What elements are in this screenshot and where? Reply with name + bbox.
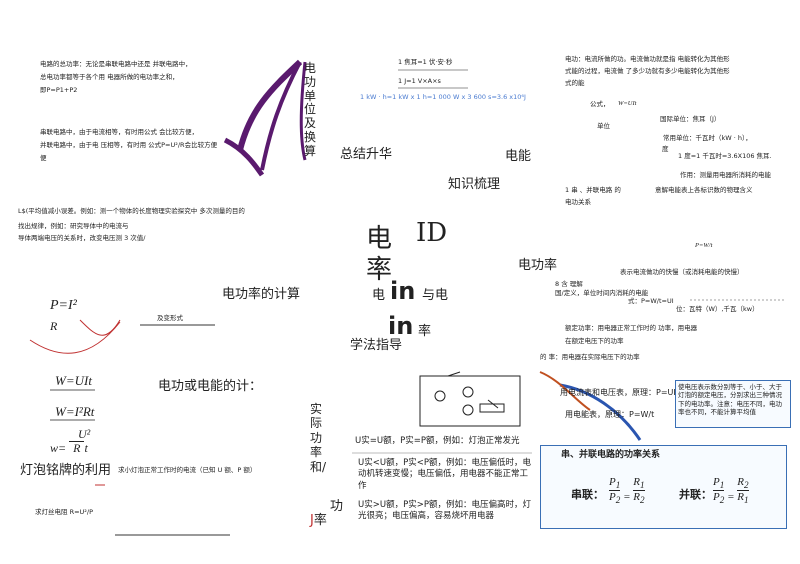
meter-label-2: 电功关系 [565, 198, 591, 206]
power-dash-line [690, 299, 785, 301]
formula-divider-2 [50, 419, 95, 421]
energy-def-line-3: 式的能 [565, 79, 585, 87]
meter-meaning: 意解电能表上各标识数的物理含义 [655, 186, 753, 194]
unit-divider-2 [398, 87, 468, 89]
common-unit: 常用单位：千瓦时（kW · h）， [663, 134, 752, 142]
voltage-case-lower: U实<U额，P实<P额，例如：电压偏低时，电动机转速变慢；电压偏低，用电器不能正… [358, 458, 531, 491]
meter-effect: 作用：测量用电器所消耗的电能 [680, 171, 771, 179]
energy-calc-label: 电功或电能的计： [158, 379, 263, 394]
formula-label: 公式， [590, 100, 610, 108]
method-line-2: 找出规律，例如：研究导体中的电流与 [18, 222, 129, 230]
bulb-plate-label: 灯泡铭牌的利用 [20, 463, 112, 478]
big-char-id: ID [416, 218, 448, 248]
rated-power-line-2: 在额定电压下的功率 [565, 337, 624, 345]
electric-energy-label: 电能 [505, 149, 532, 164]
unit-kwh-conversion: 1 kW · h=1 kW x 1 h=1 000 W x 3 600 s=3.… [360, 93, 526, 101]
intl-unit: 国际单位：焦耳（J） [660, 115, 721, 123]
gong-char: 功 [330, 499, 344, 514]
formula-w-i2rt: W=I²Rt [55, 404, 95, 419]
series-parallel-line-3: 即P=P1+P2 [40, 86, 78, 94]
unit-label: 单位 [597, 122, 610, 130]
circuit-diagram [419, 371, 521, 427]
meter-label-1: 1 串 、并联电路 的 [565, 186, 621, 194]
power-formula-top: P=W/t [695, 242, 713, 249]
formula-w-uit-left: W=UIt [55, 373, 92, 388]
ratio-box-title: 串、并联电路的功率关系 [561, 450, 661, 460]
voltage-case-equal: U实=U额，P实=P额，例如：灯泡正常发光 [355, 436, 520, 446]
rated-current-note: 求小灯泡正常工作时的电流（已知 U 额、P 额） [118, 466, 257, 474]
ratio-series-label: 串联： [571, 488, 604, 501]
resistance-note: 求灯丝电阻 R=U²/P [35, 508, 94, 516]
formula-p-i2r: P=I² [50, 298, 77, 313]
knowledge-label: 知识梳理 [448, 177, 501, 192]
deform-label: 及变形式 [157, 314, 183, 322]
unit-joule-def: 1 焦耳=1 伏·安·秒 [398, 58, 453, 66]
char-lv-small: 率 [418, 324, 432, 339]
voltage-divider-1 [352, 452, 532, 454]
method-guide-label: 学法指导 [350, 338, 403, 353]
power-formula-line: 式：P=W/t=UI [628, 297, 674, 305]
power-calc-label: 电功率的计算 [222, 287, 301, 302]
degree-conversion: 1 度=1 千瓦时=3.6X106 焦耳. [678, 152, 772, 160]
series-block-line-3: 便 [40, 154, 47, 162]
energy-def-line-1: 电功：电流所做的功。电流做功就是指 电能转化为其他形 [565, 55, 730, 63]
summary-label: 总结升华 [340, 147, 393, 162]
power-meaning-label: 8 含 理解 [555, 280, 583, 288]
power-definition: 国/定义，单位时间内消耗的电能 [555, 289, 649, 297]
char-dian-small: 电 [372, 288, 386, 303]
big-char-dian: 电 [366, 224, 393, 254]
ratio-parallel-label: 并联： [679, 488, 712, 501]
degree-label: 度 [662, 145, 669, 153]
energy-def-line-2: 式能的过程，电流做 了多少功就有多少电能转化为其他形 [565, 67, 730, 75]
actual-power-vertical: 实际功率和/ [310, 402, 327, 474]
series-block-line-2: 并联电路中，由于电 压相等，有时用 公式P=U²/R会比较方便 [40, 141, 218, 149]
power-label: 电功率 [518, 258, 558, 273]
formula-p-r: R [50, 319, 58, 333]
power-physical-meaning: 表示电流做功的快慢（或消耗电能的快慢） [620, 268, 744, 276]
formula-divider-1 [50, 389, 95, 391]
vertical-title-unit-conversion: 电功单位及换算 [304, 61, 317, 158]
measure-note-box: 使电压表示数分别等于、小于、大于灯泡的额定电压，分别求出三种情况下的电功率。注意… [675, 380, 791, 428]
j-lv-char: J率 [310, 513, 327, 528]
actual-power-line: 的 率：用电器在实际电压下的功率 [540, 353, 640, 361]
big-char-lv: 率 [366, 255, 393, 285]
method-line-1: L$(平均值减小误差。例如：测一个物体的长度物理实验探究中 多次测量的目的 [18, 207, 245, 215]
series-block-line-1: 串联电路中，由于电流相等，有时用公式 会比较方便， [40, 128, 199, 136]
method-line-3: 导体两端电压的关系时，改变电压测 3 次值/ [18, 234, 146, 242]
char-in-1: in [390, 277, 416, 305]
measure-energy-meter: 用电能表，原理：P=W/t [565, 410, 655, 419]
unit-joule-symbol: 1 J=1 V×A×s [398, 77, 441, 85]
series-parallel-line-1: 电路的总功率：无论是串联电路中还是 并联电路中， [40, 60, 192, 68]
voltage-case-higher: U实>U额，P实>P额，例如：电压偏高时，灯光很亮；电压偏高，容易烧坏用电器 [358, 500, 531, 522]
series-parallel-line-2: 总电功率都等于各个用 电器所做的电功率之和， [40, 73, 179, 81]
char-yu-dian: 与电 [422, 288, 449, 303]
formula-w-uit: W=UIt [618, 100, 637, 107]
measure-ammeter-voltmeter: 用电流表和电压表，原理：P=UI [560, 388, 676, 397]
char-in-2: in [388, 312, 414, 340]
rated-power-line-1: 额定功率：用电器正常工作时的 功率，用电器 [565, 324, 698, 332]
power-unit-line: 位：瓦特（W）,千瓦（kw） [676, 305, 759, 313]
unit-divider-1 [398, 69, 468, 71]
